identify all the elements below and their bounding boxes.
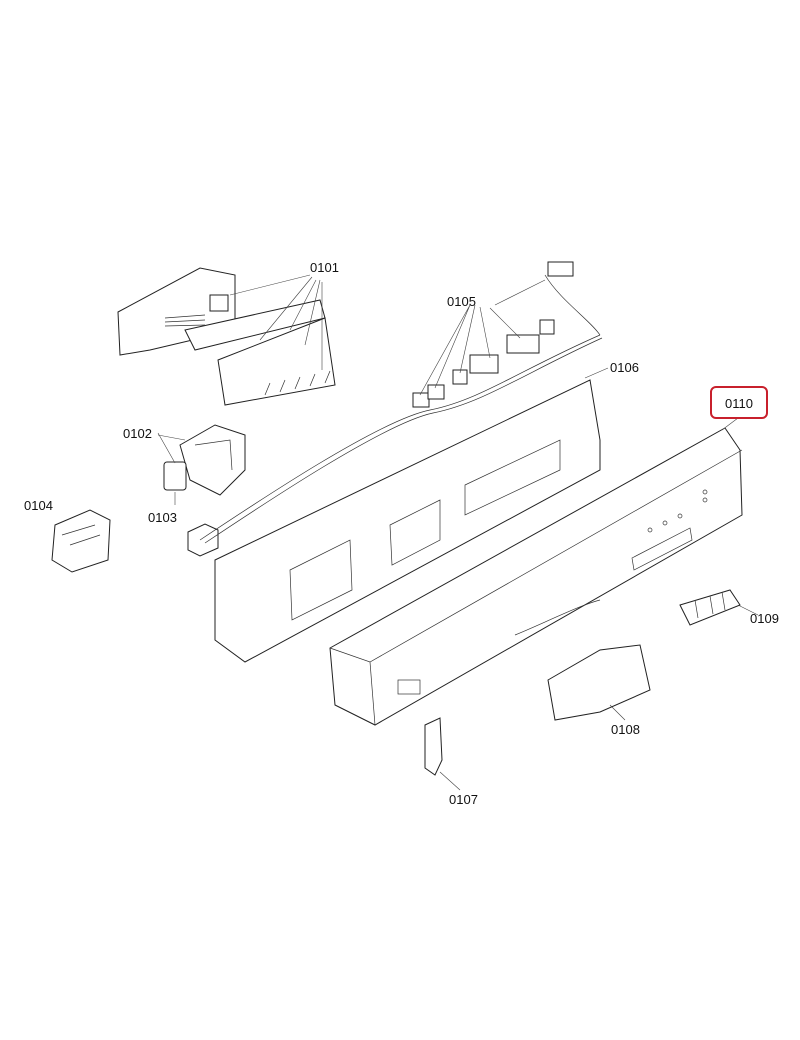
part-0104-component[interactable] — [51, 509, 111, 573]
part-0107-clip[interactable] — [424, 717, 443, 776]
label-0110[interactable]: 0110 — [725, 396, 753, 411]
part-0102-switch[interactable] — [179, 424, 246, 496]
part-connector-block[interactable] — [187, 523, 219, 557]
label-0107: 0107 — [449, 792, 478, 807]
label-0102: 0102 — [123, 426, 152, 441]
part-0101-electronics-module[interactable] — [117, 267, 336, 406]
part-0108-handle[interactable] — [547, 644, 651, 721]
highlight-box-0110 — [710, 386, 768, 419]
part-0103-capacitor[interactable] — [163, 461, 187, 491]
label-0104: 0104 — [24, 498, 53, 513]
label-0106: 0106 — [610, 360, 639, 375]
label-0105: 0105 — [447, 294, 476, 309]
part-0106-inner-panel[interactable] — [214, 379, 601, 663]
label-0108: 0108 — [611, 722, 640, 737]
label-0103: 0103 — [148, 510, 177, 525]
label-0109: 0109 — [750, 611, 779, 626]
label-0101: 0101 — [310, 260, 339, 275]
part-0109-buttons[interactable] — [679, 589, 741, 626]
leader-lines — [157, 274, 759, 791]
